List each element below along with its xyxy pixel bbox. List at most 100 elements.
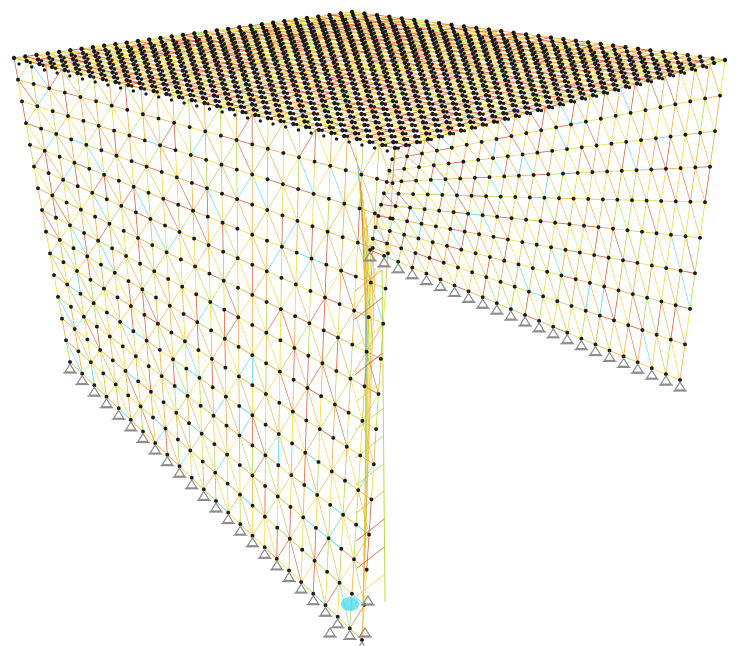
frame-node <box>244 111 248 115</box>
frame-member <box>297 220 312 259</box>
frame-member <box>533 152 538 176</box>
frame-node <box>241 100 245 104</box>
frame-member <box>622 230 628 261</box>
frame-member <box>627 325 638 363</box>
frame-node <box>17 62 21 66</box>
frame-node <box>525 101 529 105</box>
frame-node <box>210 49 215 54</box>
frame-member <box>366 351 379 395</box>
frame-member <box>190 131 206 156</box>
frame-node <box>176 44 180 49</box>
frame-member <box>562 172 578 174</box>
frame-member <box>115 370 126 385</box>
frame-node <box>226 65 232 70</box>
frame-node <box>538 103 542 107</box>
frame-member <box>103 174 120 182</box>
frame-member <box>482 296 497 304</box>
frame-node <box>180 68 185 73</box>
frame-node <box>93 80 97 84</box>
frame-node <box>482 88 487 93</box>
frame-member <box>589 282 605 287</box>
frame-member <box>660 168 667 202</box>
frame-member <box>357 490 370 535</box>
frame-node <box>444 119 449 125</box>
frame-node <box>236 58 241 64</box>
frame-member <box>90 362 107 397</box>
frame-node <box>357 132 361 136</box>
frame-member <box>608 257 619 291</box>
frame-member <box>665 339 672 375</box>
frame-node <box>490 113 495 119</box>
frame-node <box>476 97 481 101</box>
frame-member <box>432 242 444 263</box>
frame-node <box>483 93 489 98</box>
frame-node <box>283 95 288 100</box>
frame-member <box>222 222 238 230</box>
frame-member <box>194 266 210 274</box>
frame-node <box>263 57 267 61</box>
frame-member <box>66 284 81 295</box>
frame-member <box>225 396 240 436</box>
frame-node <box>446 86 451 91</box>
frame-node <box>396 146 400 150</box>
frame-node <box>277 64 281 68</box>
frame-node <box>79 72 83 76</box>
frame-member <box>85 144 90 169</box>
frame-member <box>176 412 190 424</box>
frame-node <box>496 95 501 100</box>
frame-member <box>424 194 429 210</box>
frame-member <box>665 168 677 202</box>
frame-member <box>397 248 402 262</box>
frame-member <box>493 216 498 237</box>
frame-node <box>396 105 400 109</box>
frame-member <box>646 297 662 302</box>
frame-member <box>440 279 455 286</box>
frame-member <box>328 538 340 583</box>
frame-node <box>186 39 190 43</box>
frame-member <box>427 194 440 211</box>
frame-member <box>522 241 534 269</box>
frame-member <box>518 174 534 177</box>
frame-node <box>285 91 289 95</box>
frame-node <box>353 121 357 125</box>
frame-node <box>240 72 246 77</box>
frame-member <box>581 56 605 58</box>
frame-member <box>238 354 253 377</box>
frame-member <box>370 282 386 289</box>
frame-member <box>208 244 224 253</box>
frame-node <box>304 115 308 119</box>
frame-node <box>488 94 492 98</box>
frame-node <box>200 55 205 61</box>
frame-node <box>341 118 345 122</box>
frame-member <box>511 135 523 155</box>
frame-node <box>132 66 138 71</box>
frame-member <box>475 252 491 258</box>
frame-member <box>252 144 268 150</box>
frame-member <box>252 384 267 395</box>
frame-member <box>172 359 176 387</box>
frame-node <box>349 69 353 73</box>
frame-node <box>252 59 256 63</box>
frame-member <box>623 325 629 357</box>
frame-member <box>37 88 50 107</box>
frame-member <box>267 121 285 149</box>
frame-member <box>461 249 473 273</box>
frame-member <box>94 384 107 398</box>
frame-member <box>193 238 196 267</box>
frame-member <box>695 166 711 168</box>
frame-member <box>392 218 408 222</box>
frame-member <box>618 290 633 295</box>
frame-node <box>236 85 240 89</box>
frame-node <box>353 91 358 96</box>
frame-member <box>660 107 671 137</box>
frame-member <box>327 198 330 232</box>
frame-node <box>41 63 45 67</box>
frame-member <box>656 334 671 340</box>
frame-member <box>474 176 490 179</box>
frame-member <box>177 52 201 54</box>
frame-node <box>356 101 361 106</box>
frame-node <box>320 62 325 67</box>
frame-member <box>552 148 568 152</box>
